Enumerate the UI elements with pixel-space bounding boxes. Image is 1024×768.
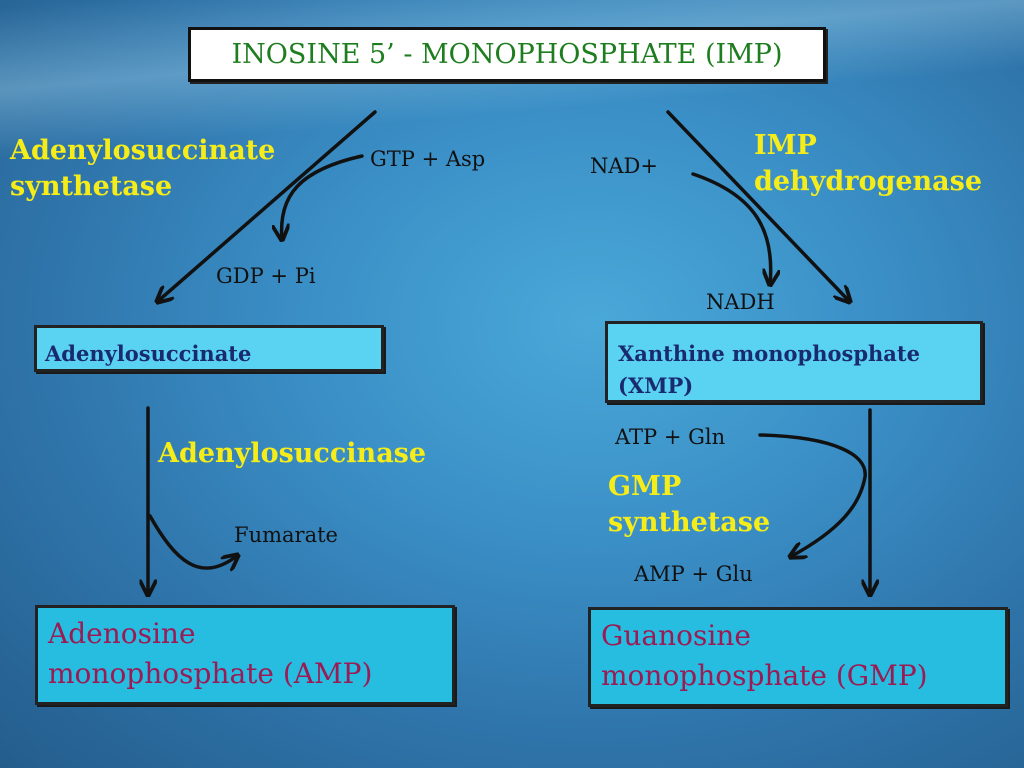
product-label-line2: monophosphate (GMP) [601,659,928,692]
enzyme-label-line2: synthetase [10,171,173,202]
intermediate-label-line2: (XMP) [618,373,694,398]
arrow-atp-amp-curve [758,433,867,557]
cofactor-gtp-asp: GTP + Asp [370,147,486,171]
cofactor-amp-glu: AMP + Glu [634,562,753,586]
enzyme-imp-dehydrogenase: IMP dehydrogenase [754,128,982,200]
title-text: INOSINE 5’ - MONOPHOSPHATE (IMP) [231,39,783,70]
arrow-imp-to-adenylosuccinate [157,110,377,302]
cofactor-nadh: NADH [706,290,775,314]
adenylosuccinate-box: Adenylosuccinate [34,325,384,372]
arrow-gtp-gdp-curve [282,154,364,240]
enzyme-adenylosuccinase: Adenylosuccinase [158,438,427,469]
enzyme-label-line2: synthetase [608,507,771,538]
intermediate-label: Adenylosuccinate [45,341,252,366]
product-label-line2: monophosphate (AMP) [48,657,373,690]
cofactor-atp-gln: ATP + Gln [615,425,726,449]
intermediate-label-line1: Xanthine monophosphate [618,341,920,366]
byproduct-fumarate: Fumarate [234,523,338,547]
arrow-imp-to-xmp [666,110,850,302]
product-label-line1: Adenosine [48,617,196,650]
title-box: INOSINE 5’ - MONOPHOSPHATE (IMP) [188,27,826,82]
arrow-fumarate-curve [148,514,238,568]
enzyme-gmp-synthetase: GMP synthetase [608,469,770,541]
product-label-line1: Guanosine [601,619,751,652]
enzyme-label-line1: GMP [608,471,682,502]
amp-product-box: Adenosine monophosphate (AMP) [35,605,455,705]
enzyme-adenylosuccinate-synthetase: Adenylosuccinate synthetase [10,133,275,205]
enzyme-label-line2: dehydrogenase [754,166,983,197]
enzyme-label-line1: Adenylosuccinate [10,135,276,166]
enzyme-label-line1: IMP [754,130,817,161]
cofactor-nad: NAD+ [590,154,658,178]
arrow-nad-nadh-curve [691,172,771,285]
xmp-box: Xanthine monophosphate (XMP) [605,321,983,403]
gmp-product-box: Guanosine monophosphate (GMP) [588,607,1008,707]
cofactor-gdp-pi: GDP + Pi [216,264,316,288]
